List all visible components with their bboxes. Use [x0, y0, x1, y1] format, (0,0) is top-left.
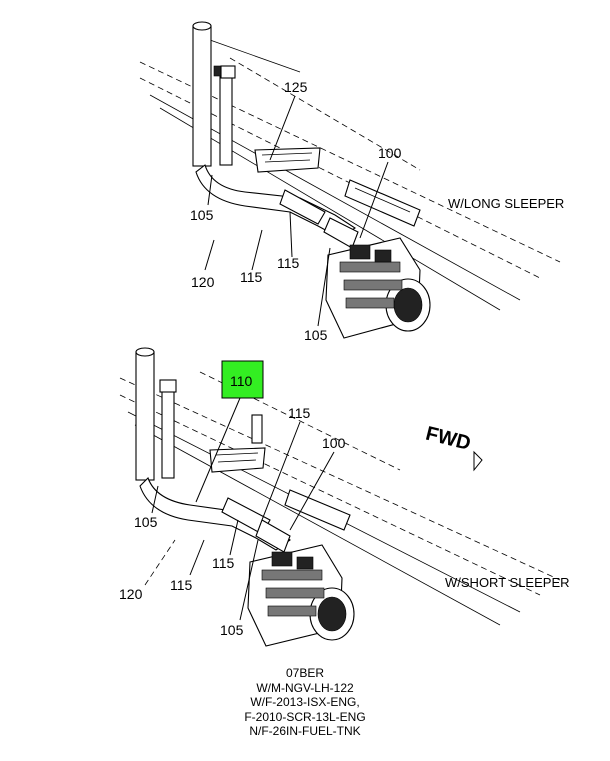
caption-long-sleeper: W/LONG SLEEPER	[448, 196, 564, 211]
forward-arrow-icon	[473, 450, 483, 472]
highlight-box-110[interactable]	[221, 360, 264, 399]
short-sleeper-assembly: 110 115 100 105 115 120 115 105 W/SHORT …	[119, 347, 570, 647]
exhaust-stack-bottom	[135, 347, 177, 481]
forward-direction-marker: FWD	[423, 423, 483, 472]
long-sleeper-assembly: 125 100 105 115 115 120 105 W/LONG SLEEP…	[139, 21, 564, 343]
leaders-bottom	[144, 397, 335, 621]
footer-line-4: F-2010-SCR-13L-ENG	[244, 709, 366, 724]
callout-120: 120	[191, 274, 215, 290]
callout-120-bottom: 120	[119, 586, 143, 602]
callout-125: 125	[284, 79, 308, 95]
footer-line-3: W/F-2013-ISX-ENG,	[250, 695, 360, 709]
bracket-top	[254, 147, 421, 227]
callout-100-bottom: 100	[322, 435, 346, 451]
leaders-top	[204, 95, 389, 327]
footer-line-2: W/M-NGV-LH-122	[256, 680, 354, 695]
callout-105-upper-bottom: 105	[134, 514, 158, 530]
callout-115-right: 115	[277, 255, 300, 271]
callout-115-mid: 115	[212, 555, 235, 571]
footer-line-1: 07BER	[285, 666, 325, 680]
fwd-label: FWD	[423, 423, 473, 455]
footer-notes: 07BER W/M-NGV-LH-122 W/F-2013-ISX-ENG, F…	[0, 666, 610, 739]
caption-short-sleeper: W/SHORT SLEEPER	[445, 575, 570, 590]
callout-115-lower: 115	[170, 577, 193, 593]
callout-105-upper: 105	[190, 207, 214, 223]
callout-110: 110	[230, 373, 253, 389]
aftertreatment-module-bottom	[247, 544, 355, 647]
frame-rails-bottom	[119, 371, 561, 626]
exhaust-pipe-top	[195, 164, 359, 249]
footer-line-5: N/F-26IN-FUEL-TNK	[249, 724, 361, 738]
aftertreatment-module-top	[325, 237, 431, 339]
callout-105-lower: 105	[304, 327, 328, 343]
exhaust-pipe-bottom	[139, 477, 291, 553]
callout-100: 100	[378, 145, 402, 161]
callout-105-lower-bottom: 105	[220, 622, 244, 638]
callout-115-left: 115	[240, 269, 263, 285]
exhaust-stack-top	[192, 21, 236, 167]
callout-115-upper: 115	[288, 405, 311, 421]
